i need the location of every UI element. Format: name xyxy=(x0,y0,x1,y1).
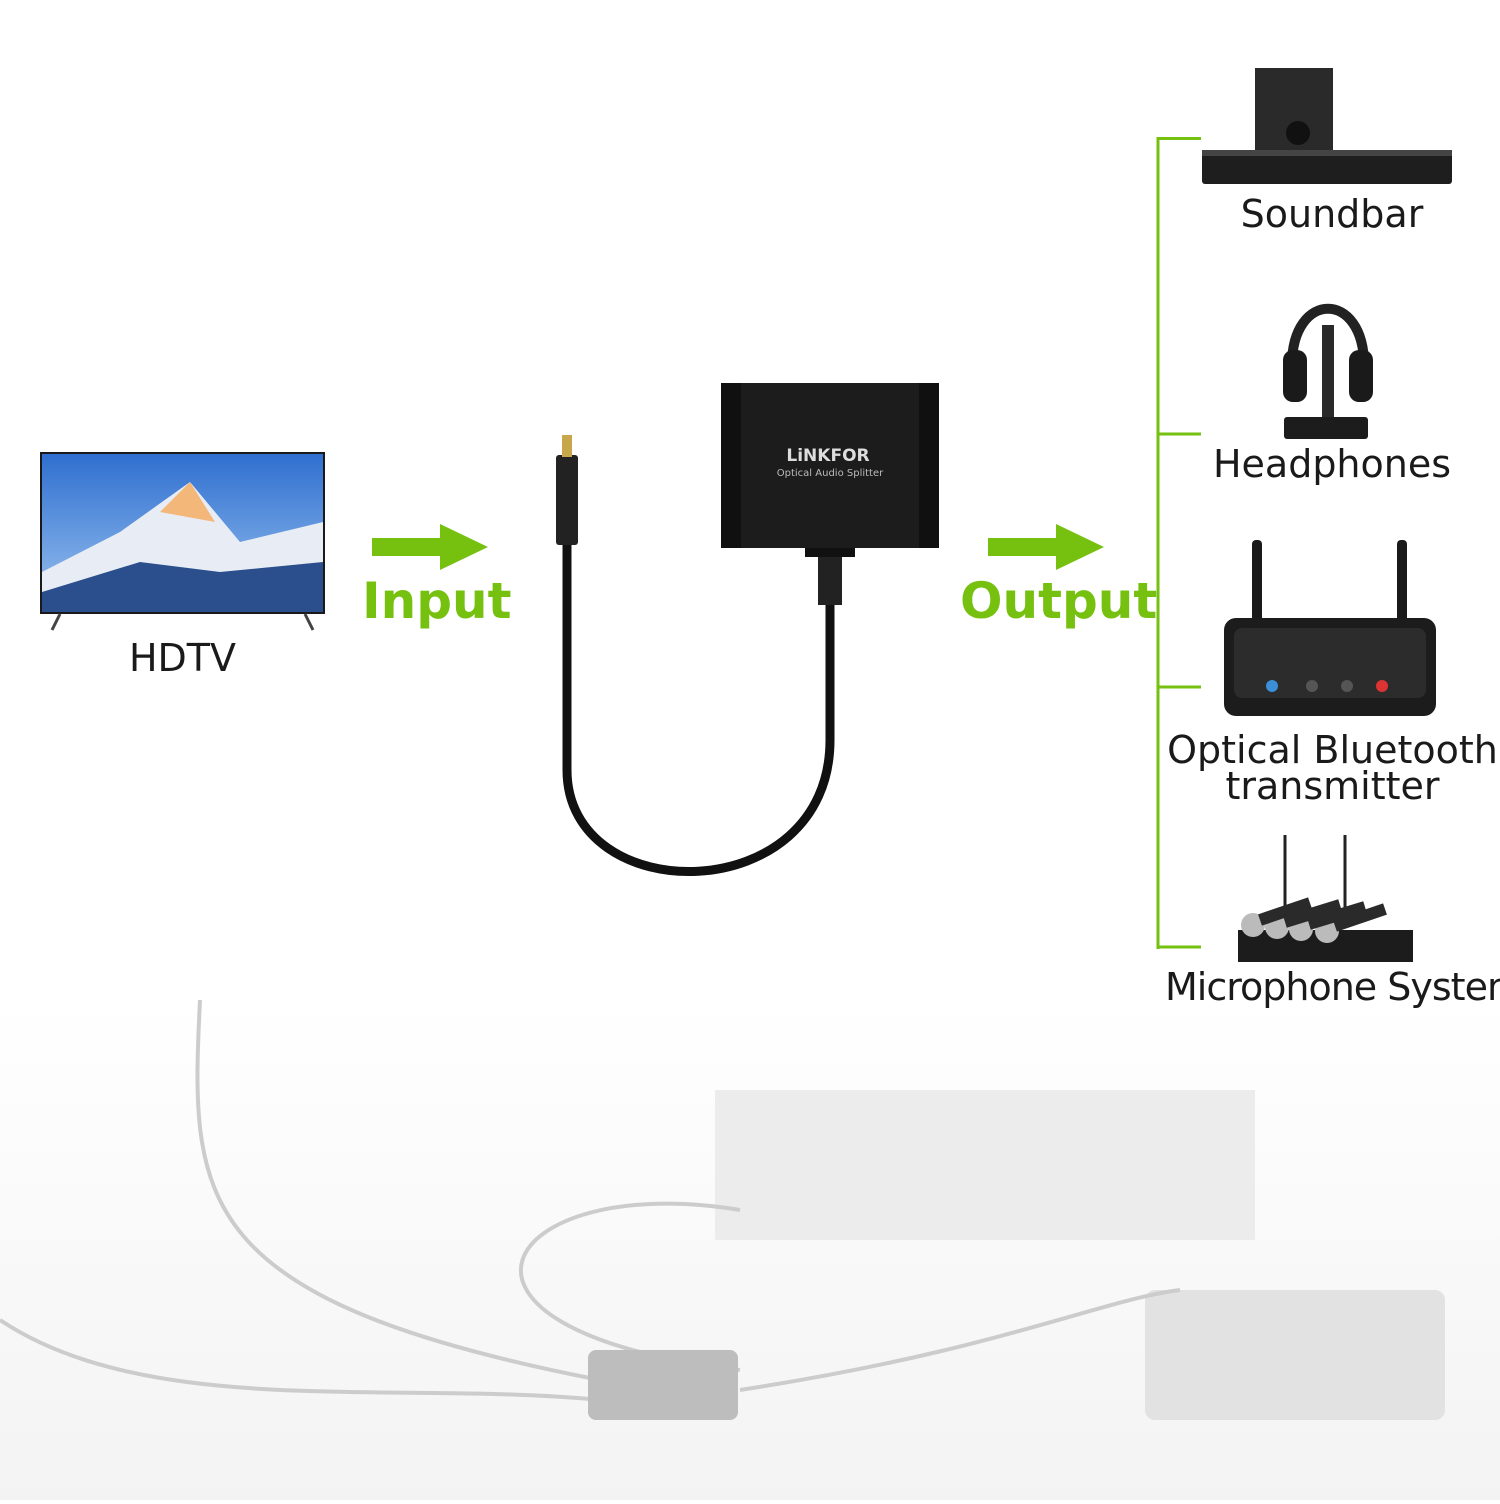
bluetooth-transmitter-label-line2: transmitter xyxy=(1225,764,1440,808)
soundbar-label: Soundbar xyxy=(1240,192,1424,236)
microphone-system-label: Microphone System xyxy=(1165,965,1500,1009)
faded-setup-image xyxy=(0,999,1445,1420)
headphones-label: Headphones xyxy=(1212,442,1452,486)
tv-icon xyxy=(40,452,325,632)
splitter-subtitle: Optical Audio Splitter xyxy=(776,468,884,479)
hdtv-label: HDTV xyxy=(128,636,237,680)
splitter-icon: LiNKFOR Optical Audio Splitter xyxy=(540,380,950,890)
output-arrow-icon xyxy=(988,524,1106,574)
output-bracket xyxy=(1156,137,1206,956)
input-label: Input xyxy=(362,572,512,630)
background-scene xyxy=(0,999,1500,1500)
splitter-brand: LiNKFOR xyxy=(786,446,870,466)
bluetooth-transmitter-label-line1: Optical Bluetooth xyxy=(1167,728,1498,772)
soundbar-icon xyxy=(1200,68,1455,194)
output-label: Output xyxy=(960,572,1158,630)
bluetooth-transmitter-icon xyxy=(1222,538,1440,724)
headphones-icon xyxy=(1278,295,1378,447)
input-arrow-icon xyxy=(372,524,490,574)
microphone-system-icon xyxy=(1235,835,1415,969)
